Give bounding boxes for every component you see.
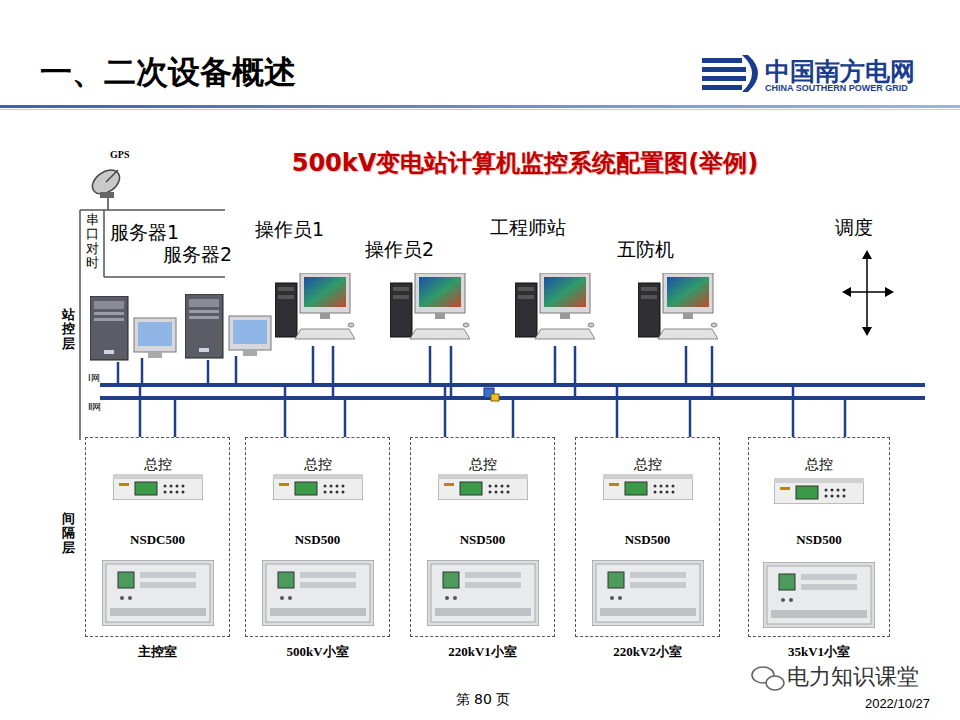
watermark: 电力知识课堂	[787, 664, 919, 689]
device-rack	[262, 560, 374, 626]
diagram-title: 500kV变电站计算机监控系统配置图(举例)	[292, 150, 759, 178]
header-rule	[0, 109, 960, 110]
device-rack	[763, 562, 875, 628]
controller-unit	[774, 478, 864, 504]
network-bus	[100, 396, 925, 400]
bay-box: 总控NSD500220kV1小室	[410, 437, 555, 637]
device-label: 服务器2	[163, 244, 232, 266]
server-icon	[185, 294, 271, 358]
device-label: GPS	[110, 149, 129, 161]
server-icon	[90, 296, 176, 360]
model-label: NSD500	[576, 533, 719, 548]
controller-unit	[273, 474, 363, 500]
unit-label: 总控	[749, 456, 889, 472]
logo-text: 中国南方电网	[765, 58, 915, 87]
workstation-icon	[515, 273, 595, 339]
workstation-icon	[638, 273, 718, 339]
dispatch-arrows	[842, 250, 894, 336]
network-label: Ⅰ网	[88, 373, 100, 383]
switch-icon	[484, 388, 499, 401]
wechat-icon	[752, 667, 784, 690]
device-rack	[427, 560, 539, 626]
unit-label: 总控	[246, 456, 389, 472]
model-label: NSD500	[411, 533, 554, 548]
workstation-icon	[390, 273, 470, 339]
model-label: NSDC500	[86, 533, 229, 548]
controller-unit	[113, 474, 203, 500]
layer-label: 间隔层	[62, 512, 75, 555]
device-label: 操作员2	[365, 239, 434, 261]
model-label: NSD500	[246, 533, 389, 548]
room-label: 220kV2小室	[576, 645, 719, 660]
room-label: 500kV小室	[246, 645, 389, 660]
sync-label: 串口对时	[86, 213, 99, 270]
network-bus	[100, 383, 925, 387]
room-label: 35kV1小室	[749, 645, 889, 660]
device-rack	[592, 560, 704, 626]
bay-box: 总控NSD50035kV1小室	[748, 437, 890, 637]
logo-mark	[702, 55, 758, 92]
device-rack	[102, 560, 214, 626]
network-drops	[118, 346, 845, 437]
gps-dish	[88, 165, 124, 210]
date-label: 2022/10/27	[865, 697, 930, 712]
workstation-icon	[275, 273, 355, 339]
logo-subtext: CHINA SOUTHERN POWER GRID	[765, 83, 908, 93]
device-label: 工程师站	[490, 217, 566, 239]
unit-label: 总控	[411, 456, 554, 472]
layer-label: 站控层	[62, 308, 75, 351]
header-rule	[0, 105, 960, 108]
device-label: 五防机	[617, 239, 674, 261]
bay-box: 总控NSD500500kV小室	[245, 437, 390, 637]
unit-label: 总控	[86, 456, 229, 472]
unit-label: 总控	[576, 456, 719, 472]
bay-box: 总控NSD500220kV2小室	[575, 437, 720, 637]
device-label: 服务器1	[110, 222, 179, 244]
page-number: 第 80 页	[456, 691, 511, 707]
room-label: 220kV1小室	[411, 645, 554, 660]
model-label: NSD500	[749, 533, 889, 548]
device-label: 操作员1	[255, 219, 324, 241]
slide-heading: 一、二次设备概述	[40, 54, 296, 91]
network-label: Ⅱ网	[88, 402, 101, 412]
bay-box: 总控NSDC500主控室	[85, 437, 230, 637]
controller-unit	[603, 474, 693, 500]
room-label: 主控室	[86, 645, 229, 660]
device-label: 调度	[835, 217, 873, 239]
controller-unit	[438, 474, 528, 500]
